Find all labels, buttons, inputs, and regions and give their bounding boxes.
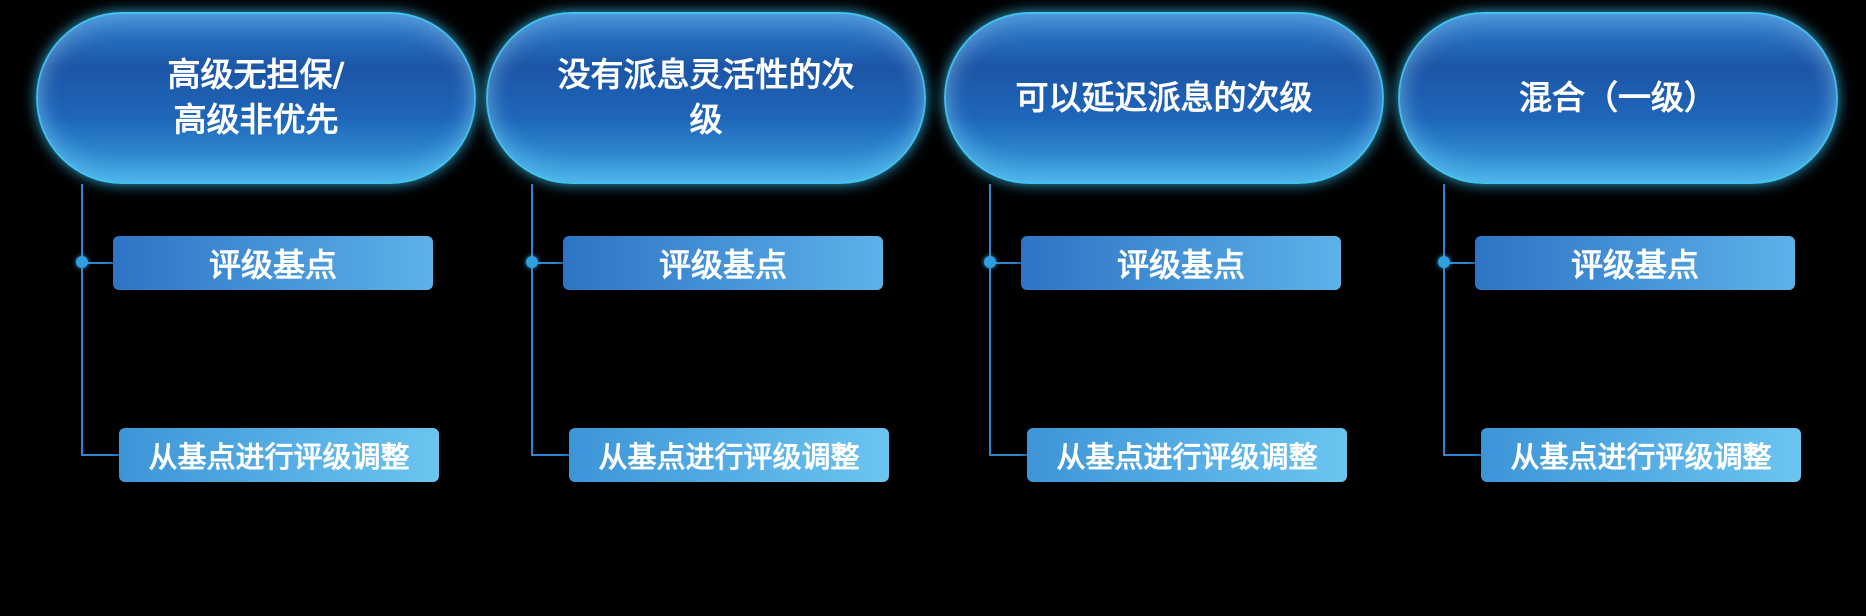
header-pill-senior-unsecured: 高级无担保/ 高级非优先: [36, 12, 476, 184]
rating-anchor-box: 评级基点: [1475, 236, 1795, 290]
rating-adjustment-box: 从基点进行评级调整: [119, 428, 439, 482]
header-pill-line: 高级无担保/: [167, 55, 345, 95]
column-senior-unsecured: 高级无担保/ 高级非优先 评级基点 从基点进行评级调整: [36, 0, 476, 616]
connector-vline: [531, 184, 533, 456]
junction-dot: [984, 256, 996, 268]
column-subordinated-deferrable-coupon: 可以延迟派息的次级 评级基点 从基点进行评级调整: [944, 0, 1384, 616]
connector-branch-baseline: [1443, 262, 1475, 264]
rating-adjustment-box: 从基点进行评级调整: [1027, 428, 1347, 482]
rating-anchor-box: 评级基点: [1021, 236, 1341, 290]
header-pill-subordinated-deferrable-coupon: 可以延迟派息的次级: [944, 12, 1384, 184]
rating-anchor-box: 评级基点: [113, 236, 433, 290]
header-pill-subordinated-no-coupon-flex: 没有派息灵活性的次 级: [486, 12, 926, 184]
connector-vline: [1443, 184, 1445, 456]
rating-anchor-box: 评级基点: [563, 236, 883, 290]
header-pill-line: 级: [689, 100, 723, 139]
rating-adjustment-box: 从基点进行评级调整: [1481, 428, 1801, 482]
connector-branch-adjustment: [989, 454, 1027, 456]
connector-vline: [989, 184, 991, 456]
junction-dot: [76, 256, 88, 268]
connector-branch-adjustment: [1443, 454, 1481, 456]
junction-dot: [1438, 256, 1450, 268]
connector-branch-baseline: [989, 262, 1021, 264]
rating-adjustment-box: 从基点进行评级调整: [569, 428, 889, 482]
column-subordinated-no-coupon-flex: 没有派息灵活性的次 级 评级基点 从基点进行评级调整: [486, 0, 926, 616]
connector-branch-baseline: [531, 262, 563, 264]
connector-branch-adjustment: [531, 454, 569, 456]
connector-vline: [81, 184, 83, 456]
header-pill-line: 可以延迟派息的次级: [1015, 77, 1313, 117]
connector-branch-baseline: [81, 262, 113, 264]
header-pill-line: 高级非优先: [173, 100, 339, 139]
header-pill-line: 没有派息灵活性的次: [557, 55, 855, 95]
header-pill-line: 混合（一级）: [1519, 77, 1717, 117]
column-hybrid-tier1: 混合（一级） 评级基点 从基点进行评级调整: [1398, 0, 1838, 616]
junction-dot: [526, 256, 538, 268]
header-pill-hybrid-tier1: 混合（一级）: [1398, 12, 1838, 184]
connector-branch-adjustment: [81, 454, 119, 456]
